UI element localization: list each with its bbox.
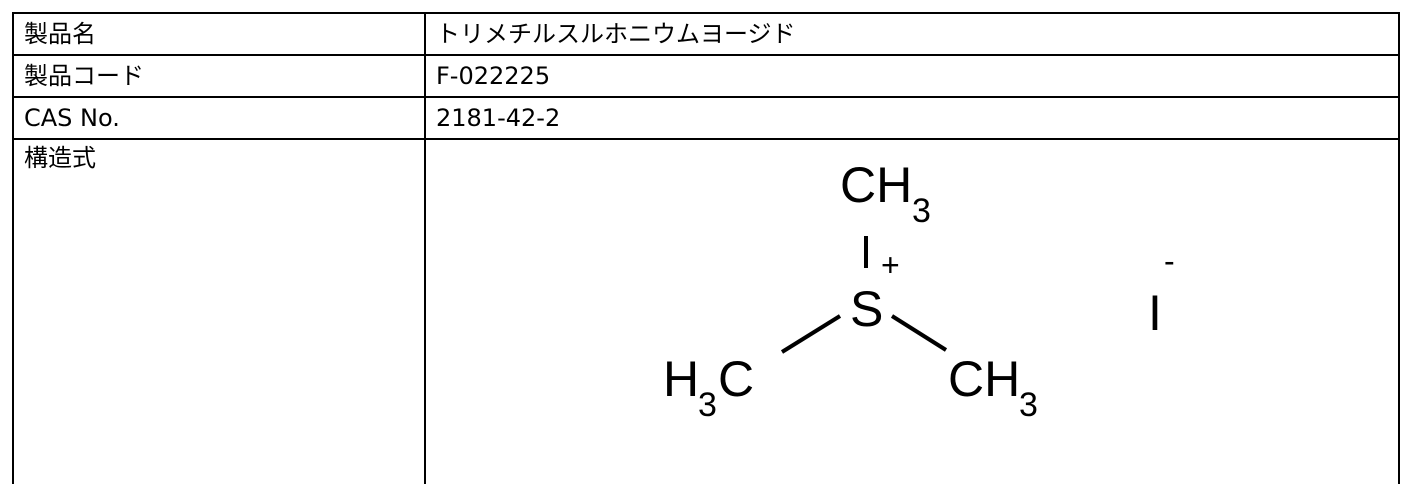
cas-number-label: CAS No. (12, 96, 426, 140)
structure-label: 構造式 (12, 138, 426, 484)
bond-right (890, 314, 948, 352)
sulfur-charge: + (881, 247, 900, 283)
iodide-ion: I (1148, 285, 1162, 341)
left-methyl-subscript: 3 (698, 386, 717, 424)
product-code-label: 製品コード (12, 54, 426, 98)
product-code-value: F-022225 (424, 54, 1400, 98)
iodide-charge: - (1164, 243, 1175, 279)
product-name-label: 製品名 (12, 12, 426, 56)
right-methyl-subscript: 3 (1019, 386, 1038, 424)
table-row-product-name: 製品名 トリメチルスルホニウムヨージド (12, 12, 1400, 56)
left-methyl-c: C (718, 351, 754, 407)
sulfur-atom: S (850, 281, 883, 337)
top-methyl-subscript: 3 (912, 192, 931, 230)
product-name-value: トリメチルスルホニウムヨージド (424, 12, 1400, 56)
table-row-structure: 構造式 CH 3 S + H 3 C CH (12, 138, 1400, 484)
bond-left (780, 314, 842, 354)
left-methyl-h: H (663, 351, 699, 407)
cas-number-value: 2181-42-2 (424, 96, 1400, 140)
top-methyl-group: CH (840, 157, 912, 213)
table-row-cas-number: CAS No. 2181-42-2 (12, 96, 1400, 140)
product-spec-table: 製品名 トリメチルスルホニウムヨージド 製品コード F-022225 CAS N… (12, 12, 1400, 484)
structural-formula-image: CH 3 S + H 3 C CH 3 I - (663, 157, 1175, 424)
table-row-product-code: 製品コード F-022225 (12, 54, 1400, 98)
right-methyl-group: CH (948, 351, 1020, 407)
structure-cell: CH 3 S + H 3 C CH 3 I - (424, 138, 1400, 484)
